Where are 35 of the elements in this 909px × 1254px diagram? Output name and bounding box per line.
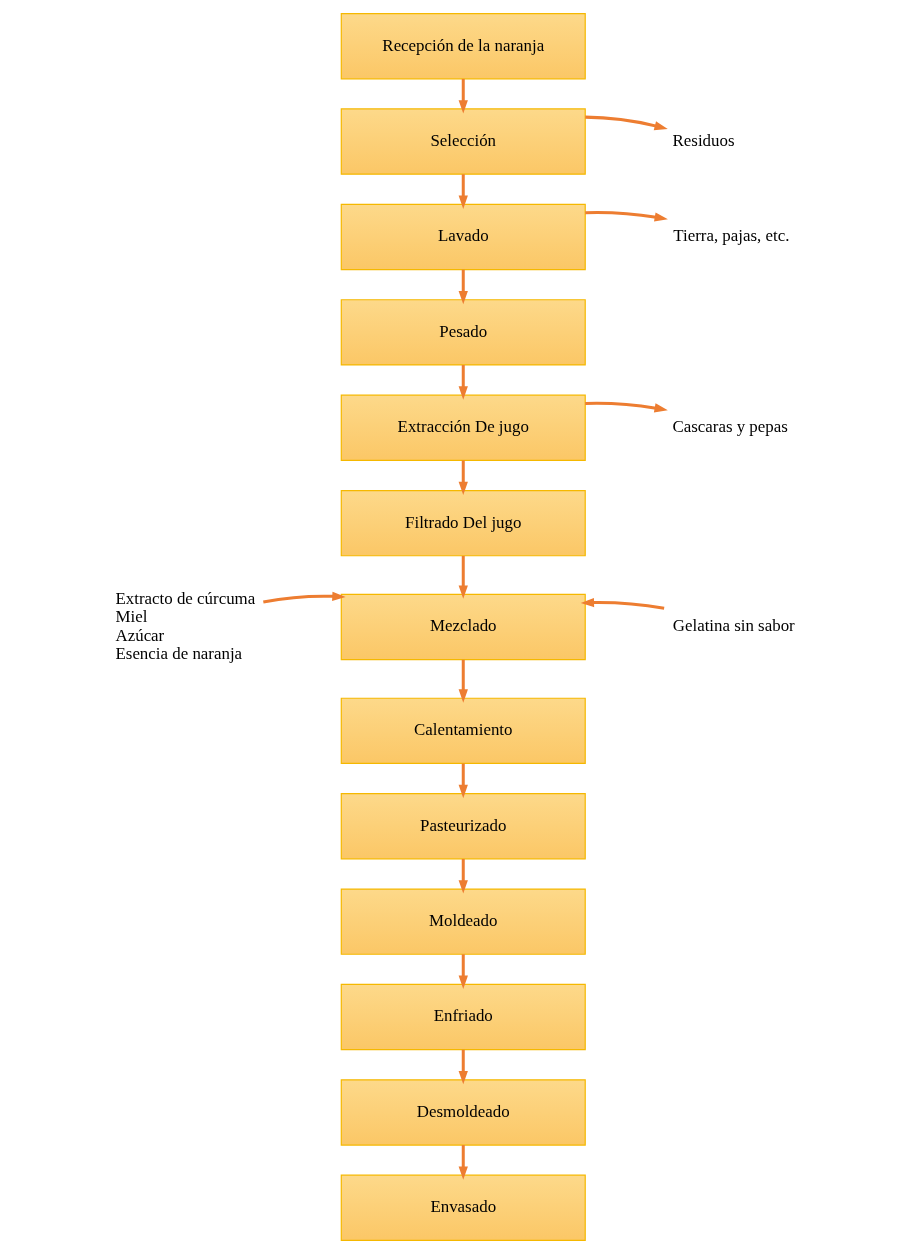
arrow [458,1049,468,1085]
arrow [458,78,468,114]
node-text: Tierra, pajas, etc. [673,226,790,246]
arrow [458,460,468,496]
node-text: Extracto de cúrcuma Miel Azúcar Esencia de naranja [115,589,256,663]
node-box: Recepción de la naranja [340,12,586,80]
node-text: Residuos [672,131,735,151]
arrow [458,954,468,989]
arrow [585,115,668,131]
arrow [458,555,468,599]
arrow [580,597,665,610]
node-box: Selección [340,108,586,175]
node-box: Calentamiento [340,697,586,765]
arrow [458,659,468,703]
node-box: Desmoldeado [340,1079,586,1146]
arrow [585,211,668,222]
arrow [585,401,668,413]
arrow [458,858,468,894]
arrow [458,365,468,400]
arrow [458,269,468,305]
node-box: Filtrado Del jugo [340,489,586,557]
node-box: Lavado [340,203,586,271]
node-box: Pasteurizado [340,793,586,860]
node-text: Gelatina sin sabor [672,616,795,636]
node-box: Envasado [340,1174,586,1242]
node-box: Pesado [340,299,586,366]
arrow [458,174,468,209]
node-box: Mezclado [340,593,586,661]
arrow [458,763,468,799]
node-box: Moldeado [340,888,586,955]
arrow [458,1145,468,1180]
node-box: Enfriado [340,983,586,1051]
node-box: Extracción De jugo [340,394,586,461]
node-text: Cascaras y pepas [672,417,788,437]
arrow [263,591,346,604]
